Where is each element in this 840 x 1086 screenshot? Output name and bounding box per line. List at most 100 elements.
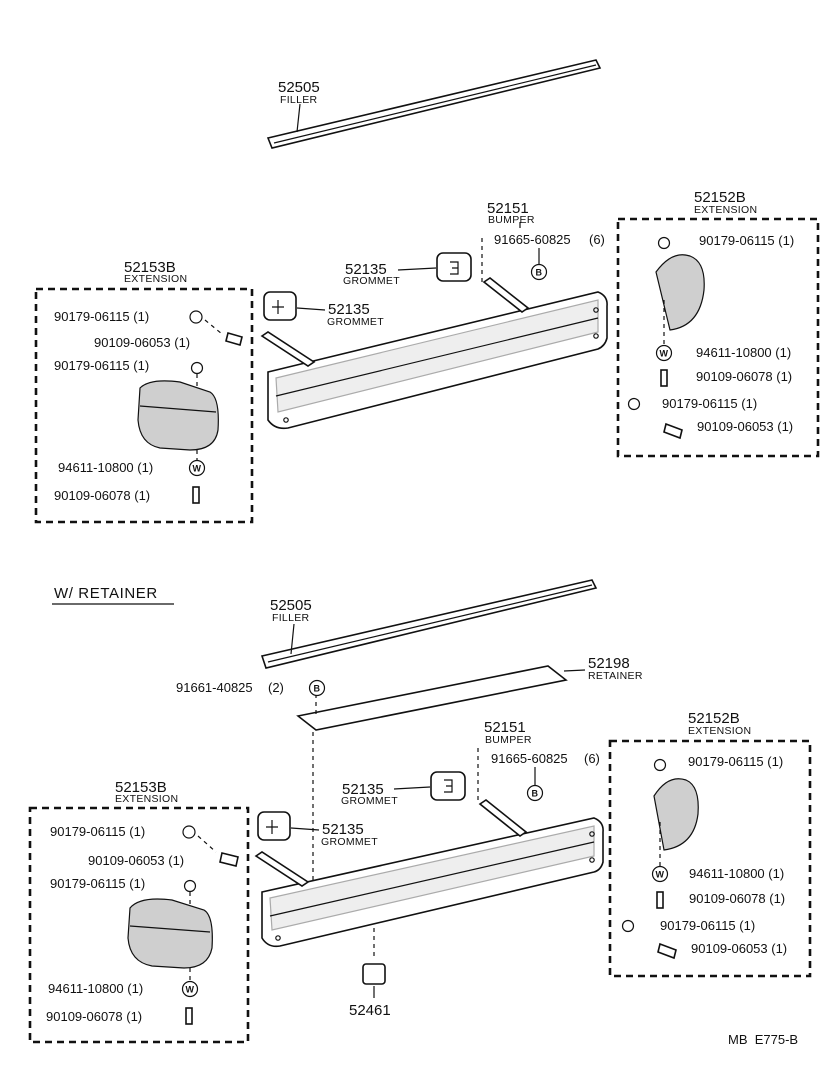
nut-icon [189,310,203,324]
nut-icon [657,236,671,250]
extension-left-top: 52153B EXTENSION 90179-06115 (1) 90109-0… [34,259,254,524]
ext-left-bottom-part-3: 90179-06115 (1) [50,876,145,891]
ext-right-bottom-part-4: 90179-06115 (1) [660,918,755,933]
screw-icon [660,369,668,387]
extension-part [653,778,699,851]
bottom-assembly: 52505 FILLER 52198 RETAINER 91661-40825 … [28,579,812,1044]
nut-icon [190,361,204,375]
section-title: W/ RETAINER [54,585,158,602]
filler-number: 52505 [278,79,320,96]
washer-icon [655,344,673,362]
grommet-lower-bottom: 52135 GROMMET [257,811,378,848]
bolt-icon [663,422,683,440]
bolt-qty: (6) [589,232,605,247]
filler-bottom-name: FILLER [272,612,310,624]
ext-right-bottom-part-3: 90109-06078 (1) [689,891,785,906]
top-assembly: 52505 FILLER 52151 BUMPER 91665-60825 (6… [34,59,820,524]
bumper-part: 52151 BUMPER 91665-60825 (6) B [260,200,608,430]
extension-right-bottom: 52152B EXTENSION 90179-06115 (1) W 94611… [608,710,812,978]
ext-left-part-3: 90179-06115 (1) [54,358,149,373]
extension-part [127,898,213,969]
extension-right-top: 52152B EXTENSION 90179-06115 (1) W 94611… [616,189,820,458]
ext-right-bottom-part-5: 90109-06053 (1) [691,941,787,956]
pad-number: 52461 [349,1002,391,1019]
washer-icon [651,865,669,883]
ext-left-name: EXTENSION [124,273,187,285]
ext-right-bottom-part-1: 90179-06115 (1) [688,754,783,769]
bolt-icon [225,332,243,346]
ext-left-bottom-part-1: 90179-06115 (1) [50,824,145,839]
washer-icon [181,980,199,998]
grommet-lower-name: GROMMET [327,316,384,328]
washer-symbol: W [660,349,669,359]
bolt-symbol-icon [530,263,548,281]
extension-part [137,380,219,451]
screw-icon [192,486,200,504]
washer-symbol: W [193,464,202,474]
grommet-upper-bottom: 52135 GROMMET [341,771,466,807]
ext-right-name: EXTENSION [694,204,757,216]
ext-left-bottom-part-2: 90109-06053 (1) [88,853,184,868]
ext-left-part-5: 90109-06078 (1) [54,488,150,503]
grommet-upper-bottom-name: GROMMET [341,795,398,807]
washer-symbol: W [186,985,195,995]
ext-right-number: 52152B [694,189,746,206]
nut-icon [183,879,197,893]
bolt-symbol-label: B [314,684,321,694]
ext-left-part-4: 94611-10800 (1) [58,460,153,475]
screw-icon [656,891,664,909]
bolt-icon [657,942,677,960]
bumper-number: 52151 [487,200,529,217]
nut-icon [182,825,196,839]
nut-icon [621,919,635,933]
grommet-upper-bottom-number: 52135 [342,781,384,798]
washer-icon [188,459,206,477]
grommet-upper: 52135 GROMMET [343,252,472,287]
bolt-icon [219,852,239,867]
bolt-symbol-icon [526,784,544,802]
ext-right-bottom-name: EXTENSION [688,725,751,737]
extension-left-bottom: 52153B EXTENSION 90179-06115 (1) 90109-0… [28,779,250,1044]
ext-right-bottom-part-2: 94611-10800 (1) [689,866,784,881]
bolt-symbol-label: B [536,268,543,278]
grommet-lower-bottom-number: 52135 [322,821,364,838]
bolt-symbol-icon [308,679,326,697]
ext-left-bottom-part-4: 94611-10800 (1) [48,981,143,996]
extension-part [655,254,705,331]
retainer-part: 52198 RETAINER 91661-40825 (2) B [176,655,643,880]
grommet-upper-name: GROMMET [343,275,400,287]
pad-part: 52461 [349,963,391,1019]
bolt-symbol-label: B [532,789,539,799]
ext-left-bottom-part-5: 90109-06078 (1) [46,1009,142,1024]
screw-icon [185,1007,193,1025]
diagram-code: MB E775-B [728,1032,798,1047]
ext-right-part-1: 90179-06115 (1) [699,233,794,248]
washer-symbol: W [656,870,665,880]
ext-left-number: 52153B [124,259,176,276]
ext-left-part-1: 90179-06115 (1) [54,309,149,324]
bumper-name: BUMPER [488,214,535,226]
filler-bottom-number: 52505 [270,597,312,614]
bumper-bottom-number: 52151 [484,719,526,736]
ext-left-bottom-name: EXTENSION [115,793,178,805]
bolt-number: 91665-60825 [494,232,571,247]
bumper-part-bottom: 52151 BUMPER 91665-60825 (6) B [254,719,604,960]
bolt-bottom-qty: (6) [584,751,600,766]
retainer-name: RETAINER [588,670,643,682]
retainer-number: 52198 [588,655,630,672]
filler-name: FILLER [280,94,318,106]
filler-part-bottom: 52505 FILLER [260,579,598,669]
ext-right-part-4: 90179-06115 (1) [662,396,757,411]
grommet-upper-number: 52135 [345,261,387,278]
ext-left-bottom-number: 52153B [115,779,167,796]
nut-icon [653,758,667,772]
retainer-bolt-number: 91661-40825 [176,680,253,695]
bumper-bottom-name: BUMPER [485,734,532,746]
ext-right-bottom-number: 52152B [688,710,740,727]
grommet-lower-bottom-name: GROMMET [321,836,378,848]
ext-right-part-3: 90109-06078 (1) [696,369,792,384]
bolt-bottom-number: 91665-60825 [491,751,568,766]
grommet-lower-number: 52135 [328,301,370,318]
retainer-bolt-qty: (2) [268,680,284,695]
